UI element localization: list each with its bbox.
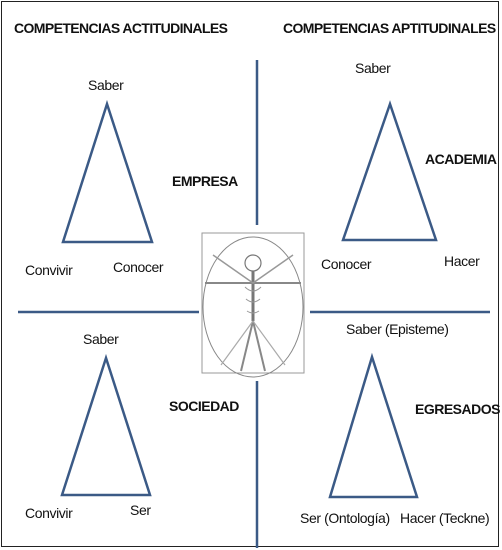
empresa-bottom-right-label: Conocer [113,259,163,275]
empresa-top-label: Saber [88,77,123,93]
academia-bottom-left-label: Conocer [321,256,371,272]
header-left: COMPETENCIAS ACTITUDINALES [14,20,227,36]
egresados-bottom-left-label: Ser (Ontología) [300,510,390,526]
sociedad-bottom-left-label: Convivir [25,505,72,521]
academia-bottom-right-label: Hacer [444,253,479,269]
quadrant-empresa-title: EMPRESA [172,173,238,189]
header-right: COMPETENCIAS APTITUDINALES [283,20,496,36]
quadrant-academia-title: ACADEMIA [425,151,496,167]
academia-top-label: Saber [355,60,390,76]
vitruvian-man-image [199,225,307,381]
egresados-bottom-right-label: Hacer (Teckne) [400,510,489,526]
egresados-top-label: Saber (Episteme) [346,321,449,337]
empresa-bottom-left-label: Convivir [25,262,72,278]
sociedad-top-label: Saber [83,331,118,347]
quadrant-sociedad-title: SOCIEDAD [169,398,239,414]
quadrant-egresados-title: EGRESADOS [415,401,500,417]
sociedad-bottom-right-label: Ser [130,502,151,518]
